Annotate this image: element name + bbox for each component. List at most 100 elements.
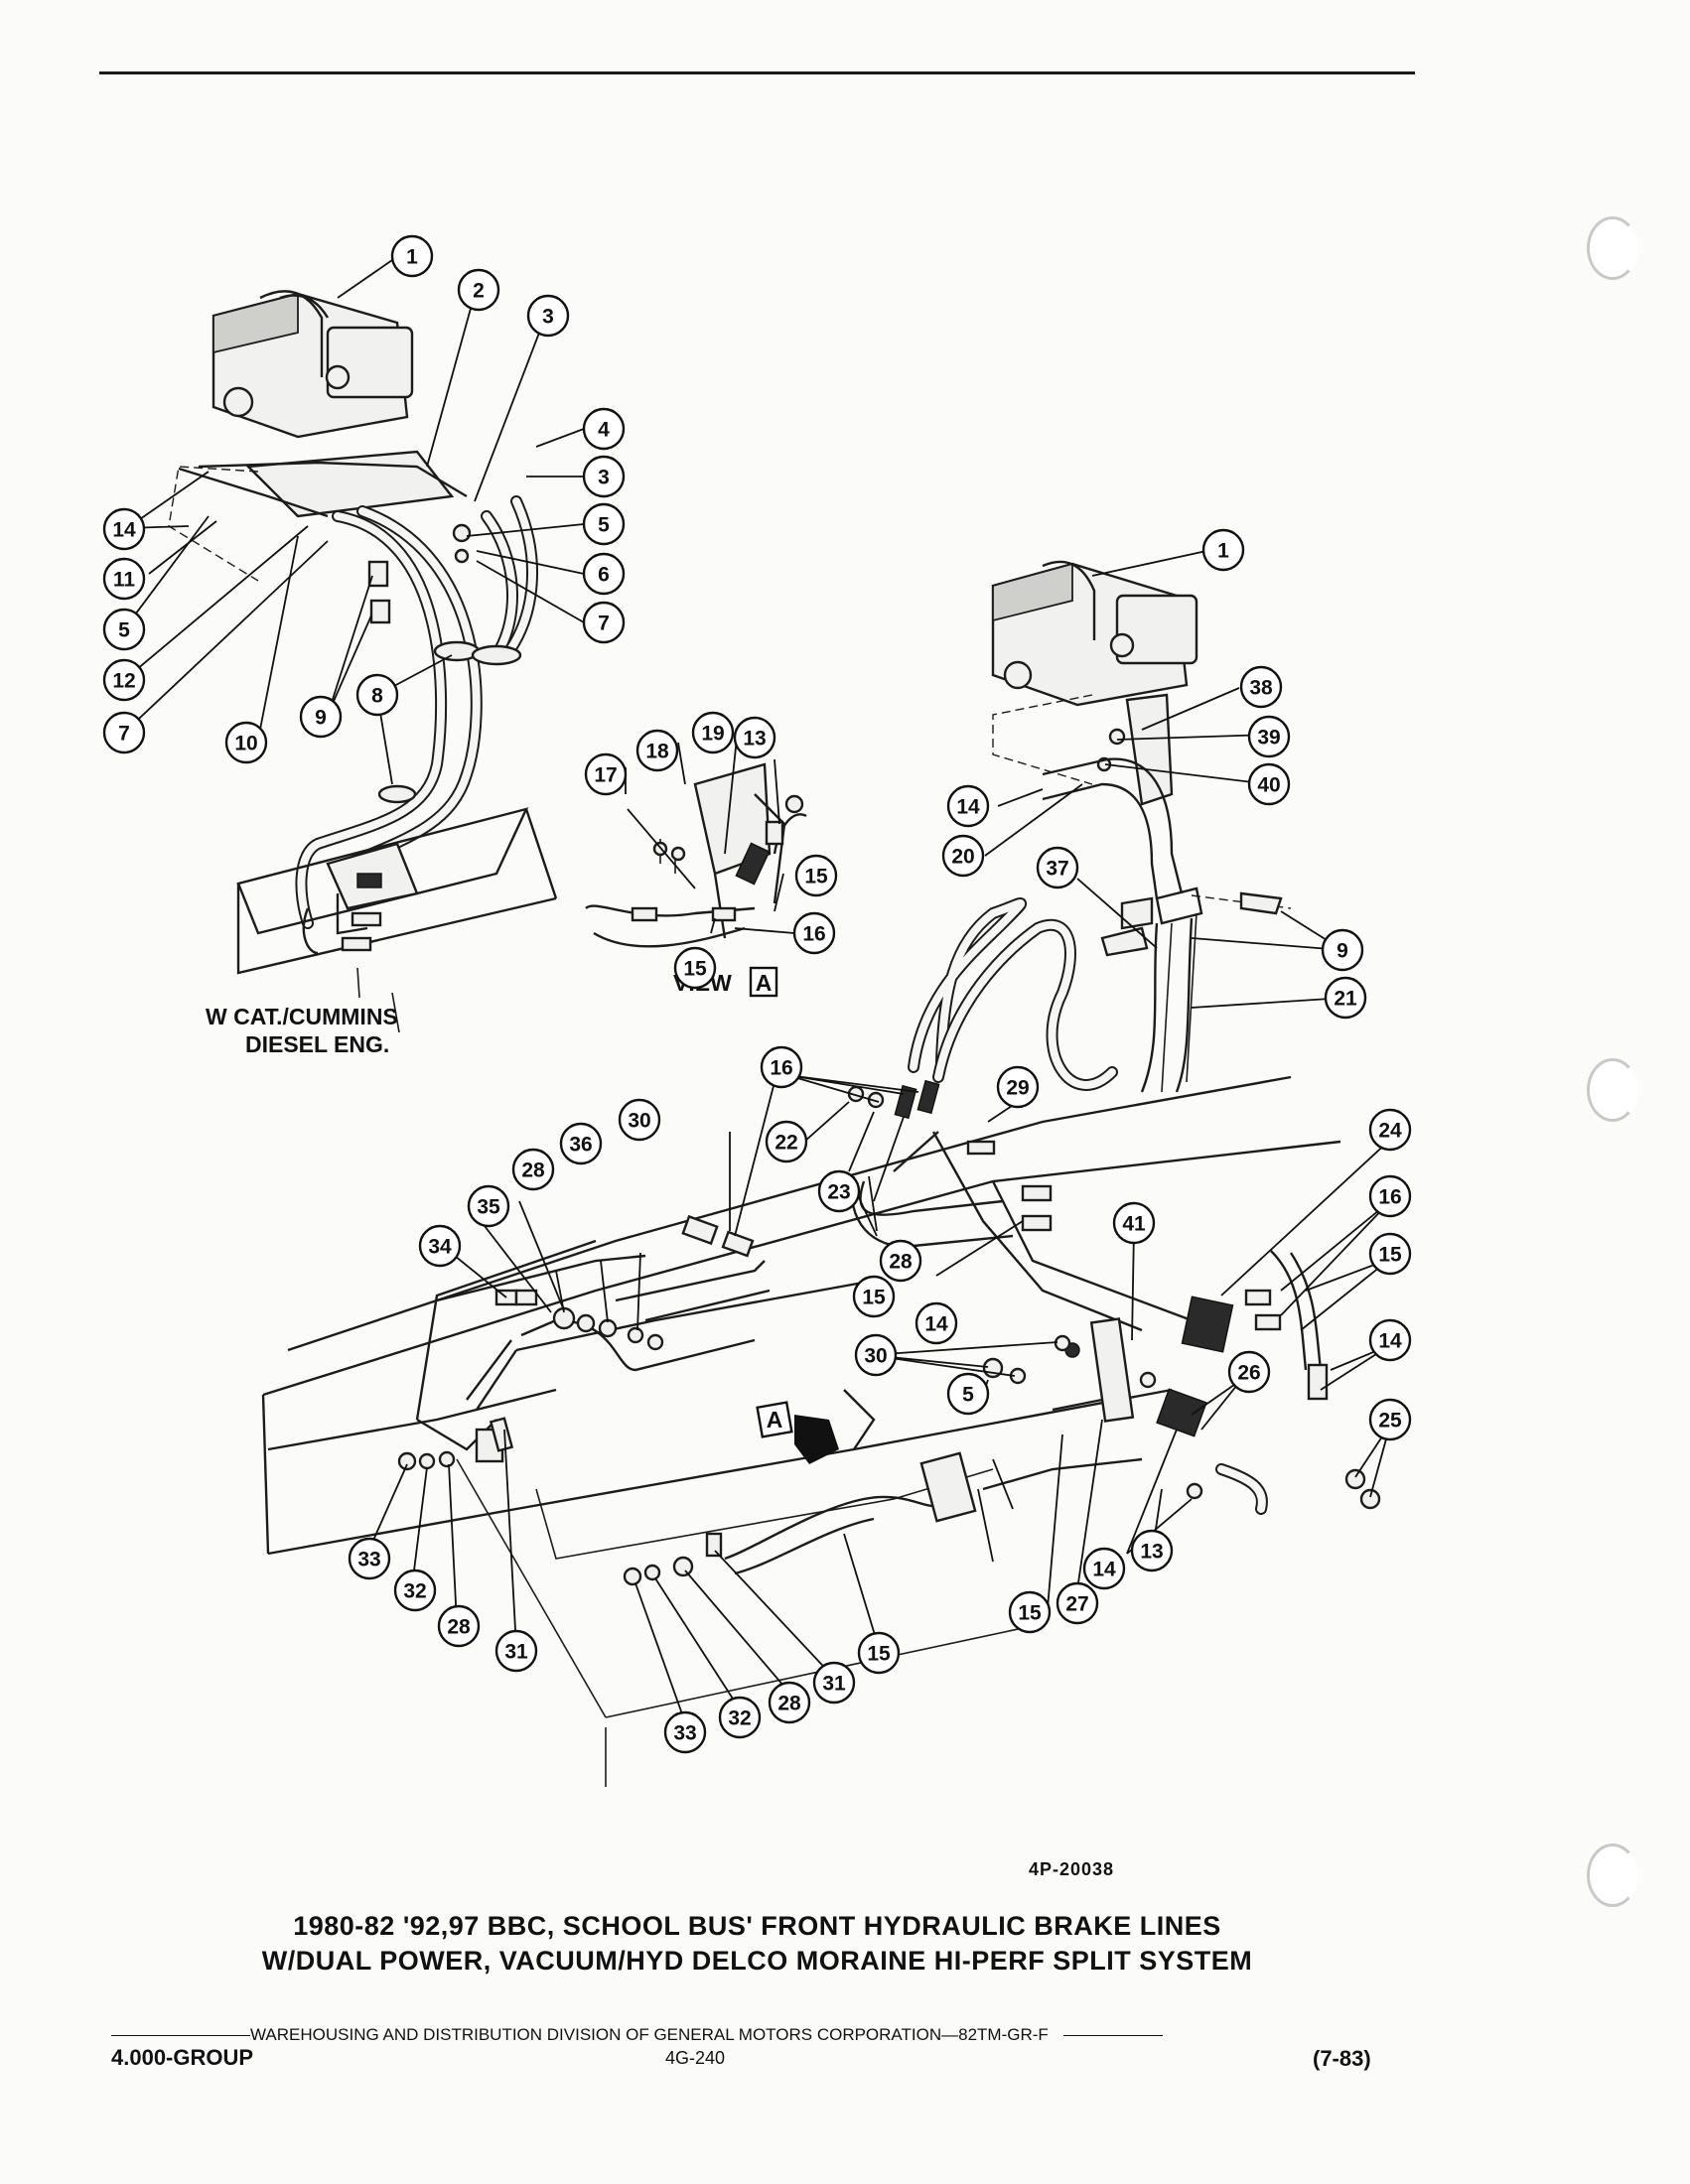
callout-number: 13 <box>1140 1541 1163 1564</box>
callout-number: 11 <box>113 569 136 592</box>
inset-lines <box>168 461 539 929</box>
footer-division-text: WAREHOUSING AND DISTRIBUTION DIVISION OF… <box>250 2025 1049 2044</box>
callout-number: 25 <box>1378 1410 1402 1433</box>
callout-number: 28 <box>521 1160 545 1182</box>
top-rule <box>99 71 1415 74</box>
callout-number: 38 <box>1249 677 1273 700</box>
callout-number: 16 <box>770 1057 792 1080</box>
callout-2: 2 <box>457 268 500 312</box>
inset-label-line2: DIESEL ENG. <box>245 1031 389 1057</box>
callout-number: 4 <box>598 419 610 442</box>
callout-number: 7 <box>118 723 130 746</box>
figure-title-line1: 1980-82 '92,97 BBC, SCHOOL BUS' FRONT HY… <box>293 1911 1221 1941</box>
callout-7: 7 <box>102 711 146 754</box>
callout-3: 3 <box>582 455 626 498</box>
callout-28: 28 <box>511 1148 555 1191</box>
callout-11: 11 <box>102 557 146 601</box>
callout-15: 15 <box>1008 1590 1052 1634</box>
figure-title-line2: W/DUAL POWER, VACUUM/HYD DELCO MORAINE H… <box>261 1946 1253 1976</box>
callout-15: 15 <box>794 854 838 897</box>
callout-8: 8 <box>355 673 399 717</box>
footer-group: 4.000-GROUP <box>111 2045 254 2070</box>
callout-5: 5 <box>102 608 146 651</box>
callout-number: 15 <box>804 866 828 888</box>
callout-14: 14 <box>1368 1318 1412 1362</box>
fittings <box>397 1079 1381 1586</box>
callout-19: 19 <box>691 711 735 754</box>
callout-number: 14 <box>956 796 980 819</box>
callout-7: 7 <box>582 601 626 644</box>
callout-26: 26 <box>1227 1350 1271 1394</box>
callout-number: 15 <box>862 1287 886 1309</box>
callout-23: 23 <box>817 1169 861 1213</box>
callout-number: 14 <box>924 1313 948 1336</box>
callout-41: 41 <box>1112 1201 1156 1245</box>
callout-number: 7 <box>598 613 610 635</box>
callout-9: 9 <box>299 695 343 739</box>
callout-number: 15 <box>867 1643 891 1666</box>
callout-38: 38 <box>1239 665 1283 709</box>
inset-frame <box>236 807 558 1033</box>
callout-number: 10 <box>234 733 257 755</box>
callout-31: 31 <box>812 1661 856 1705</box>
callout-number: 40 <box>1257 774 1280 797</box>
callout-number: 15 <box>683 958 707 981</box>
callout-16: 16 <box>1368 1174 1412 1218</box>
footer-rule-right <box>1062 2035 1163 2037</box>
view-a-detail <box>585 762 807 948</box>
callout-number: 29 <box>1006 1077 1029 1100</box>
callout-number: 14 <box>112 519 136 542</box>
arrow-letter: A <box>767 1407 783 1433</box>
callout-number: 1 <box>1217 540 1229 563</box>
callout-number: 36 <box>569 1134 592 1157</box>
callout-27: 27 <box>1056 1581 1099 1625</box>
callout-number: 23 <box>827 1181 850 1204</box>
view-a-arrow: A <box>756 1401 839 1464</box>
callout-number: 9 <box>1337 940 1348 963</box>
callout-12: 12 <box>102 658 146 702</box>
callout-32: 32 <box>718 1696 762 1739</box>
callout-number: 3 <box>598 467 610 489</box>
callout-number: 20 <box>951 846 974 869</box>
callout-1: 1 <box>1201 528 1245 572</box>
binder-hole-bottom <box>1587 1843 1638 1907</box>
callout-34: 34 <box>418 1224 462 1268</box>
callout-number: 26 <box>1237 1362 1260 1385</box>
leader-lines <box>123 259 1391 1723</box>
callout-number: 30 <box>628 1110 650 1133</box>
callout-number: 13 <box>743 728 766 751</box>
brake-pipes <box>466 1131 1323 1575</box>
footer-division-line: WAREHOUSING AND DISTRIBUTION DIVISION OF… <box>111 2025 1382 2045</box>
callout-39: 39 <box>1247 715 1291 758</box>
callout-number: 5 <box>118 619 130 642</box>
callout-30: 30 <box>854 1333 898 1377</box>
callout-number: 32 <box>403 1580 426 1603</box>
callout-33: 33 <box>663 1710 707 1754</box>
callout-35: 35 <box>467 1184 510 1228</box>
inset-master-cylinder <box>211 290 414 439</box>
callout-36: 36 <box>559 1122 603 1165</box>
callout-number: 19 <box>701 723 724 746</box>
callout-number: 12 <box>112 670 135 693</box>
callout-10: 10 <box>224 721 268 764</box>
footer-date-code: (7-83) <box>1313 2046 1371 2071</box>
callout-6: 6 <box>582 552 626 596</box>
callout-number: 33 <box>673 1722 696 1745</box>
callout-16: 16 <box>760 1045 803 1089</box>
callout-16: 16 <box>792 911 836 955</box>
callout-14: 14 <box>915 1301 958 1345</box>
callout-14: 14 <box>102 507 146 551</box>
right-frame-rails <box>1100 887 1292 1093</box>
callout-15: 15 <box>857 1631 901 1675</box>
callout-number: 5 <box>962 1384 974 1407</box>
callout-number: 41 <box>1122 1213 1146 1236</box>
callout-number: 35 <box>477 1196 500 1219</box>
callout-number: 16 <box>802 923 825 946</box>
callout-24: 24 <box>1368 1108 1412 1152</box>
callout-14: 14 <box>946 784 990 828</box>
callout-25: 25 <box>1368 1398 1412 1441</box>
callout-number: 8 <box>371 685 383 708</box>
view-letter: A <box>756 970 773 996</box>
